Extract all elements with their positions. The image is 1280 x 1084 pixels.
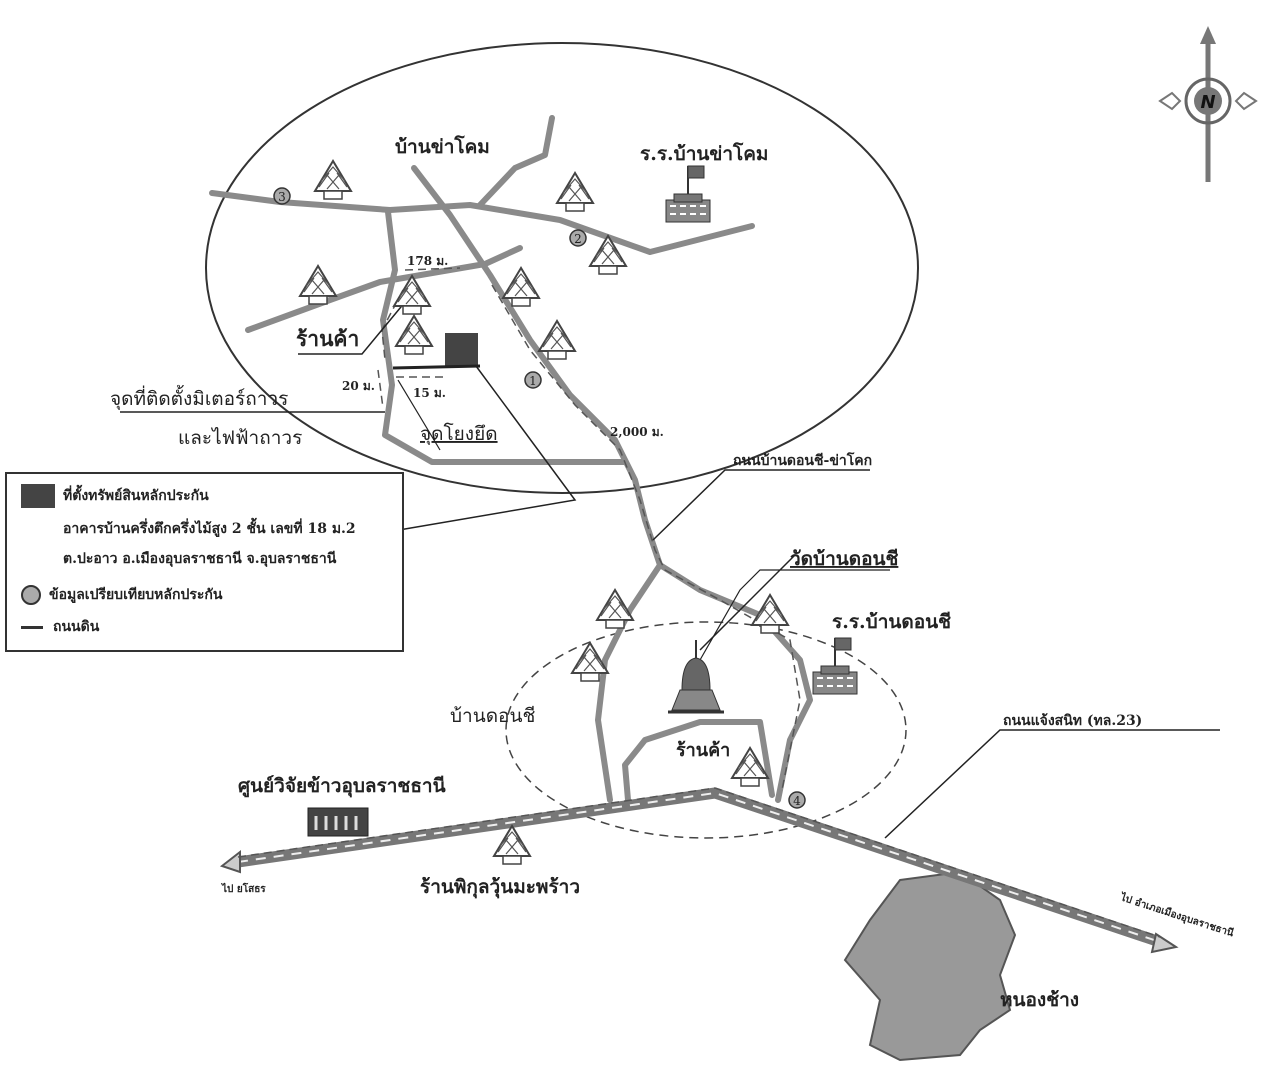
comparable-circle-icon	[21, 585, 41, 605]
school-icon	[665, 165, 711, 223]
research-center-icon	[307, 807, 369, 837]
svg-text:1: 1	[529, 374, 537, 388]
dirt-road-line-icon	[21, 625, 43, 629]
shop-label-bottom: ร้านค้า	[676, 740, 730, 761]
temple-label: วัดบ้านดอนชี	[790, 548, 898, 570]
temple-stupa-icon	[668, 640, 724, 714]
distance-178: 178 ม.	[407, 254, 448, 268]
distance-2000: 2,000 ม.	[610, 425, 664, 439]
arrow-east-icon	[1150, 932, 1179, 954]
village-boundary-top	[205, 42, 919, 494]
comparable-marker-2[interactable]: 2	[569, 229, 587, 247]
house-icon	[314, 160, 352, 200]
village-label-top: บ้านข่าโคม	[395, 135, 490, 158]
leader-line	[652, 469, 870, 541]
legend: ที่ตั้งทรัพย์สินหลักประกัน อาคารบ้านครึ่…	[5, 472, 404, 652]
rice-center-label: ศูนย์วิจัยข้าวอุบลราชธานี	[238, 775, 446, 798]
leader-line	[397, 379, 441, 451]
svg-text:2: 2	[574, 232, 582, 246]
comparable-marker-4[interactable]: 4	[788, 791, 806, 809]
to-yasothon-label: ไป ยโสธร	[221, 882, 266, 895]
svg-text:4: 4	[793, 794, 801, 808]
arrow-west-icon	[219, 849, 241, 874]
meter-point-label-1: จุดที่ติดตั้งมิเตอร์ถาวร	[110, 385, 288, 411]
coconut-shop-label: ร้านพิกุลวุ้นมะพร้าว	[420, 876, 580, 899]
distance-20: 20 ม.	[342, 379, 375, 393]
pond-label: หนองช้าง	[1000, 989, 1079, 1011]
compass-letter: N	[1200, 92, 1215, 113]
comparable-marker-1[interactable]: 1	[524, 371, 542, 389]
legend-property-title: ที่ตั้งทรัพย์สินหลักประกัน	[63, 488, 209, 504]
pond-shape	[843, 870, 1017, 1062]
svg-text:3: 3	[278, 190, 286, 204]
highway-label: ถนนแจ้งสนิท (ทล.23)	[1003, 713, 1142, 729]
legend-comparable: ข้อมูลเปรียบเทียบหลักประกัน	[21, 584, 222, 606]
highway-road	[219, 787, 1179, 954]
house-icon	[556, 172, 594, 212]
leader-line	[884, 729, 1220, 839]
village-label-bottom: บ้านดอนชี	[450, 705, 535, 727]
leader-line	[398, 365, 577, 531]
leader-line	[699, 569, 890, 661]
school-label-bottom: ร.ร.บ้านดอนชี	[832, 611, 951, 633]
house-icon	[493, 825, 531, 865]
property-swatch-icon	[21, 484, 55, 508]
leader-line	[699, 554, 796, 651]
local-road-label: ถนนบ้านดอนชี-ข่าโคก	[733, 451, 872, 469]
house-icon	[538, 320, 576, 360]
north-compass-icon: N	[1158, 26, 1258, 182]
house-icon	[395, 315, 433, 355]
school-label-top: ร.ร.บ้านข่าโคม	[640, 142, 768, 165]
legend-property-line2: อาคารบ้านครึ่งตึกครึ่งไม้สูง 2 ชั้น เลขท…	[63, 521, 356, 537]
property-location-marker[interactable]	[445, 333, 478, 366]
leader-line	[392, 364, 481, 370]
village-boundary-bottom	[505, 621, 907, 839]
legend-property-line3: ต.ปะอาว อ.เมืองอุบลราชธานี จ.อุบลราชธานี	[63, 551, 337, 567]
school-icon	[812, 637, 858, 695]
leader-line	[298, 289, 416, 355]
tie-point-label: จุดโยงยึด	[420, 422, 498, 446]
meter-point-label-2: และไฟฟ้าถาวร	[178, 427, 302, 449]
legend-comparable-label: ข้อมูลเปรียบเทียบหลักประกัน	[49, 587, 223, 603]
shop-label-top: ร้านค้า	[296, 326, 359, 351]
legend-dirt-road: ถนนดิน	[21, 616, 99, 638]
legend-property: ที่ตั้งทรัพย์สินหลักประกัน	[21, 484, 209, 508]
legend-dirt-road-label: ถนนดิน	[53, 619, 100, 635]
distance-15: 15 ม.	[413, 386, 446, 400]
dirt-roads	[209, 115, 813, 803]
comparable-marker-3[interactable]: 3	[273, 187, 291, 205]
